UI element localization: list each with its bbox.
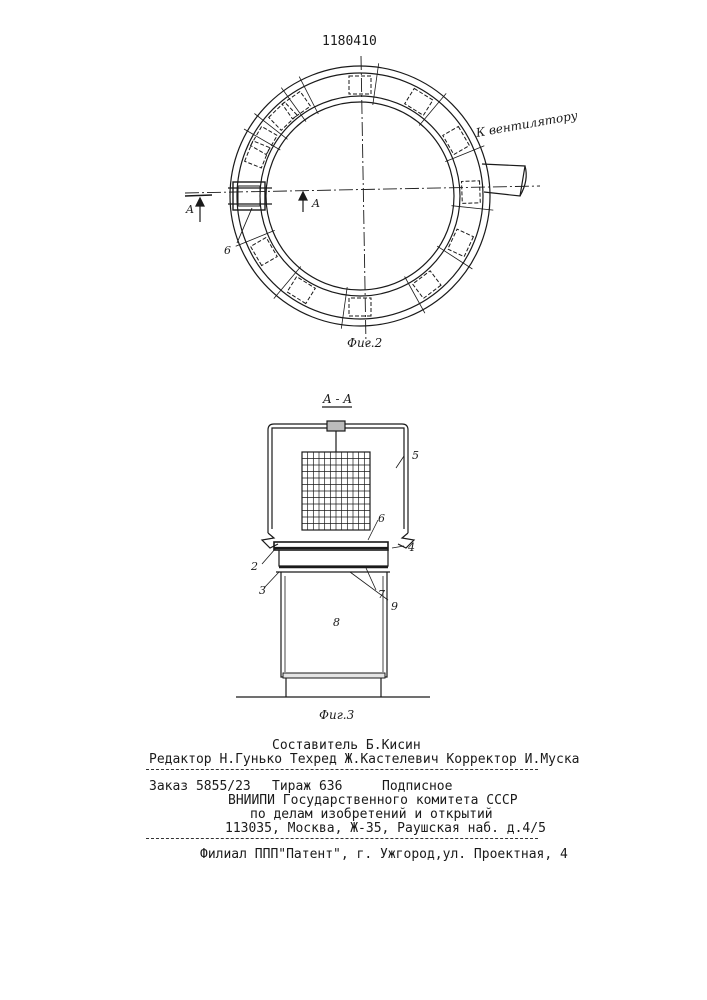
editor-line: Редактор Н.Гунько Техред Ж.Кастелевич Ко… xyxy=(149,752,579,767)
callout-7: 7 xyxy=(378,588,385,601)
org-line-2: по делам изобретений и открытий xyxy=(250,807,493,822)
fig3-caption: Фиг.3 xyxy=(319,708,354,722)
callout-3: 3 xyxy=(259,584,266,597)
subscription: Подписное xyxy=(382,779,452,794)
address-line: 113035, Москва, Ж-35, Раушская наб. д.4/… xyxy=(225,821,546,836)
rule-2 xyxy=(146,838,538,839)
callout-4: 4 xyxy=(408,541,415,554)
top-fixture xyxy=(327,421,345,431)
callout-6-fig3: 6 xyxy=(378,512,385,525)
left-holder xyxy=(262,533,278,548)
callout-5: 5 xyxy=(412,449,419,462)
circulation: Тираж 636 xyxy=(272,779,342,794)
callout-8: 8 xyxy=(333,616,340,629)
section-title: A - A xyxy=(323,392,352,406)
callout-9: 9 xyxy=(391,600,398,613)
callout-2: 2 xyxy=(251,560,258,573)
order-number: Заказ 5855/23 xyxy=(149,779,251,794)
org-line-1: ВНИИПИ Государственного комитета СССР xyxy=(228,793,518,808)
rule-1 xyxy=(146,769,538,770)
compiler-line: Составитель Б.Кисин xyxy=(272,738,421,753)
branch-line: Филиал ППП"Патент", г. Ужгород,ул. Проек… xyxy=(200,847,568,862)
base-plate xyxy=(283,673,385,678)
